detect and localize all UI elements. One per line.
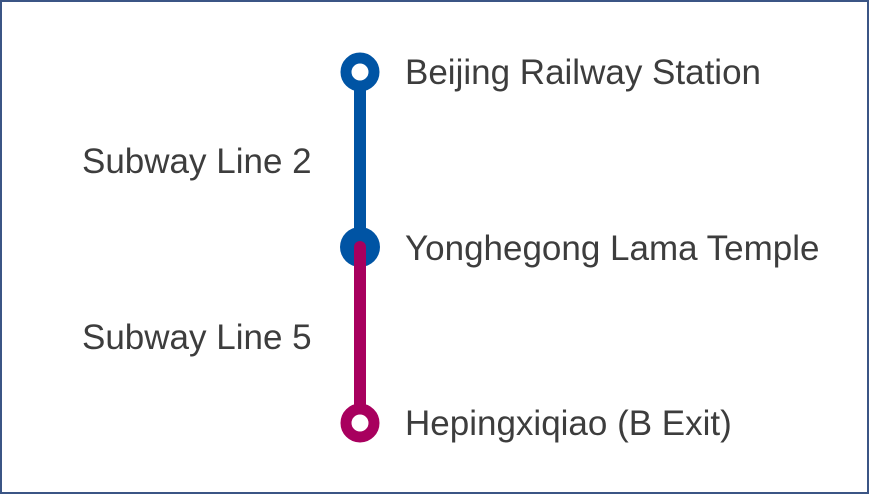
segment-label-line-2: Subway Line 2	[82, 142, 312, 181]
station-marker-hepingxiqiao	[340, 403, 380, 443]
station-label-beijing-railway-station: Beijing Railway Station	[405, 53, 762, 92]
station-label-hepingxiqiao: Hepingxiqiao (B Exit)	[405, 404, 732, 443]
segment-label-line-5: Subway Line 5	[82, 318, 312, 357]
station-label-yonghegong-lama-temple: Yonghegong Lama Temple	[405, 229, 820, 268]
station-marker-beijing-railway-station	[340, 52, 380, 92]
